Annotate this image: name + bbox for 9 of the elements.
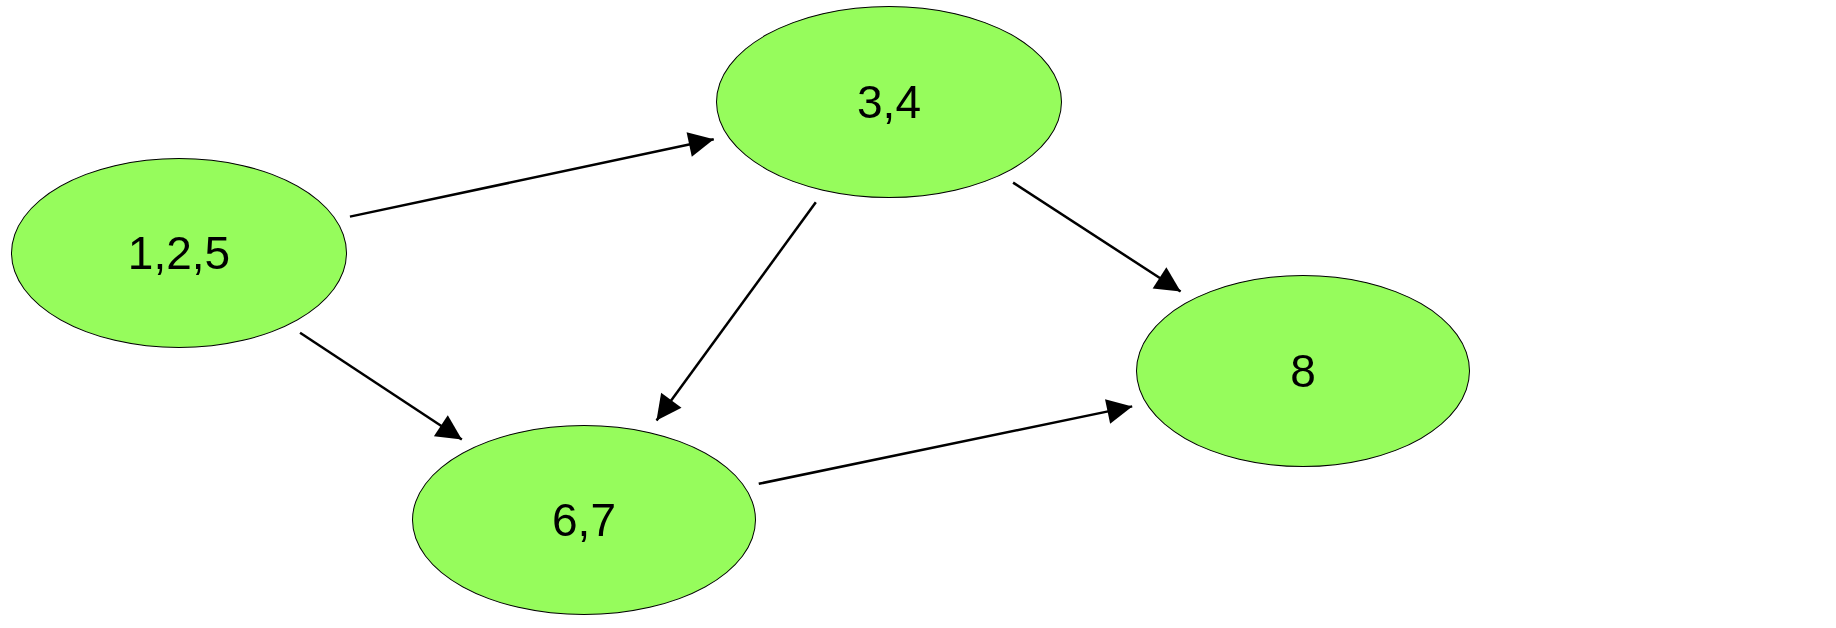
arrow (349, 132, 714, 218)
node-label: 6,7 (552, 493, 616, 547)
arrow (758, 399, 1133, 485)
node-label: 3,4 (857, 75, 921, 129)
arrow (299, 331, 463, 441)
arrow (655, 201, 817, 422)
arrow (1012, 181, 1182, 293)
node-label: 8 (1290, 344, 1316, 398)
node-label: 1,2,5 (127, 226, 231, 280)
